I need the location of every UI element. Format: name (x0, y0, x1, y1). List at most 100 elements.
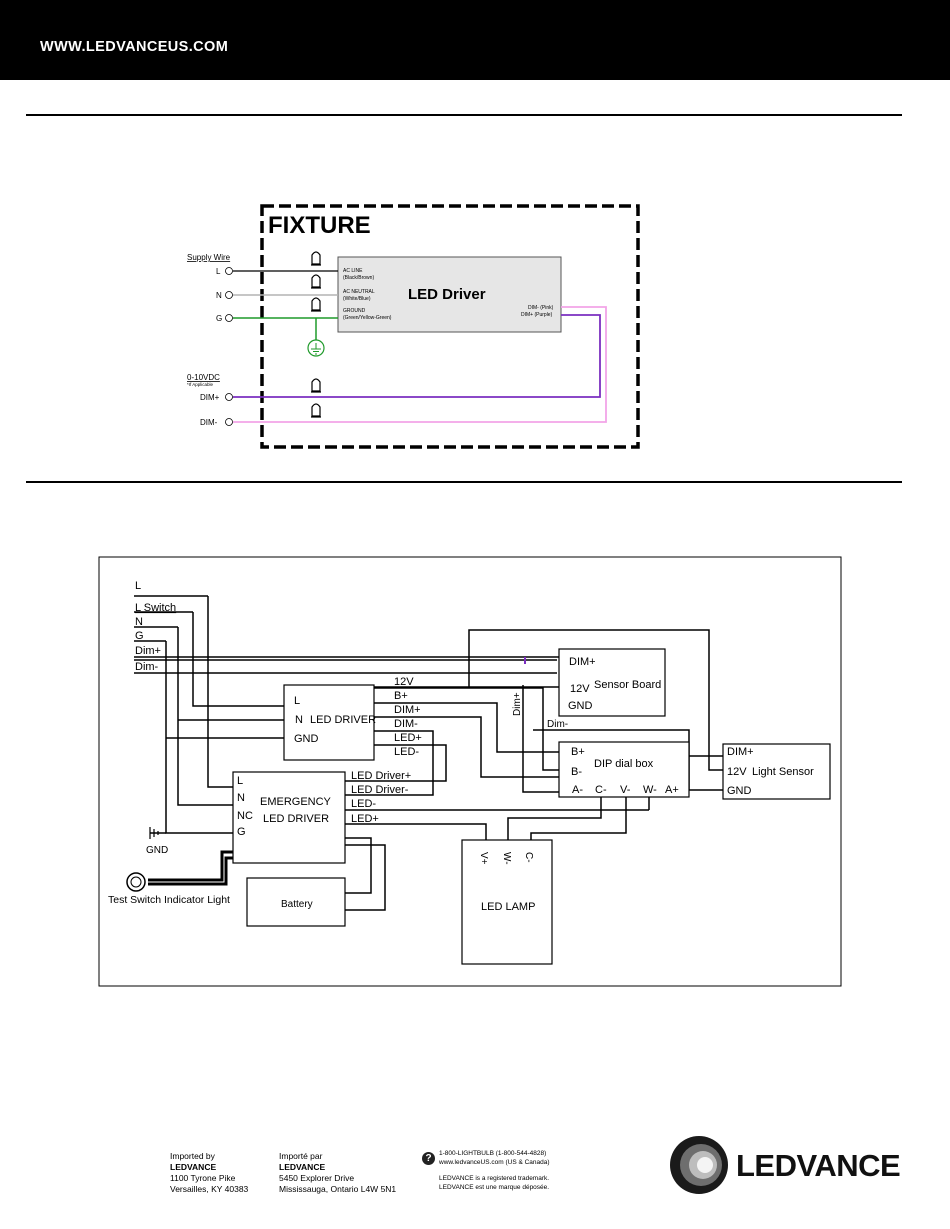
led-lamp-box (461, 839, 553, 965)
dip-a-plus: A+ (665, 784, 679, 796)
terminal-l-label: L (216, 267, 221, 276)
footer-contact: 1-800-LIGHTBULB (1-800-544-4828) www.led… (439, 1150, 550, 1192)
terminal-g-label: G (216, 314, 222, 323)
terminal-dim-plus (225, 393, 233, 401)
ground-color: (Green/Yellow-Green) (343, 315, 392, 321)
input-dim-minus-label: Dim- (135, 661, 159, 673)
led-driver-led-plus: LED+ (394, 732, 422, 744)
led-driver-box (337, 256, 562, 333)
lamp-c-minus: C- (523, 852, 534, 863)
led-driver-n: N (295, 714, 303, 726)
phone-number[interactable]: 1-800-LIGHTBULB (1-800-544-4828) (439, 1150, 547, 1157)
dip-c-minus: C- (595, 784, 607, 796)
divider-top (26, 114, 902, 116)
supply-wire-label: Supply Wire (187, 253, 231, 262)
company-name: LEDVANCE (170, 1162, 217, 1172)
input-l-switch-label: L Switch (135, 602, 176, 614)
lamp-v-plus: V+ (478, 852, 489, 865)
led-driver-label: LED Driver (408, 286, 486, 303)
trademark-note-fr: LEDVANCE est une marque déposée. (439, 1183, 550, 1191)
emergency-led-minus: LED- (351, 798, 376, 810)
ac-line-color: (Black/Brown) (343, 275, 374, 281)
led-driver-12v: 12V (394, 676, 414, 688)
light-sensor-box (722, 743, 831, 800)
website-url[interactable]: WWW.LEDVANCEUS.COM (40, 39, 229, 55)
led-driver-dim-plus: DIM+ (394, 704, 421, 716)
led-driver-led-minus: LED- (394, 746, 419, 758)
ac-neutral-label: AC NEUTRAL (343, 289, 375, 295)
footer-ca-importer: Importé par LEDVANCE 5450 Explorer Drive… (279, 1151, 396, 1195)
dim-plus-purple-label: DIM+ (Purple) (521, 312, 553, 318)
lamp-title: LED LAMP (481, 901, 535, 913)
light-sensor-title: Light Sensor (752, 766, 814, 778)
terminal-n-label: N (216, 291, 222, 300)
address-ca-line-2: Mississauga, Ontario L4W 5N1 (279, 1184, 397, 1194)
ground-label: GROUND (343, 308, 366, 314)
dip-b-plus: B+ (571, 746, 585, 758)
indicator-light-icon (126, 872, 146, 892)
dip-w-minus: W- (643, 784, 657, 796)
led-driver-l: L (294, 695, 300, 707)
dim-plus-wire-label: Dim+ (512, 692, 523, 716)
dim-minus-pink-label: DIM- (Pink) (528, 305, 554, 311)
ledvance-logo-icon: LEDVANCE (670, 1136, 901, 1194)
header-bar: WWW.LEDVANCEUS.COM (0, 0, 950, 80)
dip-b-minus: B- (571, 766, 582, 778)
footer-us-importer: Imported by LEDVANCE 1100 Tyrone Pike Ve… (170, 1151, 248, 1195)
led-driver-title: LED DRIVER (310, 714, 376, 726)
dip-a-minus: A- (572, 784, 583, 796)
light-sensor-gnd: GND (727, 785, 752, 797)
test-switch-label: Test Switch Indicator Light (108, 894, 230, 906)
dip-dial-box (558, 741, 690, 798)
emergency-l: L (237, 775, 243, 787)
company-name-ca: LEDVANCE (279, 1162, 326, 1172)
wire-nut-icon (311, 251, 321, 418)
fixture-label: FIXTURE (268, 212, 371, 239)
address-ca-line-1: 5450 Explorer Drive (279, 1173, 355, 1183)
dip-v-minus: V- (620, 784, 631, 796)
help-phone-icon: ? (422, 1152, 435, 1165)
ac-neutral-color: (White/Blue) (343, 296, 371, 302)
address-line-1: 1100 Tyrone Pike (170, 1173, 236, 1183)
battery-label: Battery (281, 899, 313, 910)
sensor-board-title: Sensor Board (594, 679, 661, 691)
input-dim-plus-label: Dim+ (135, 645, 161, 657)
emergency-title-2: LED DRIVER (263, 813, 329, 825)
dim-plus-wire (233, 314, 601, 398)
led-driver-box (283, 684, 375, 761)
input-g-label: G (135, 630, 144, 642)
brand-wordmark: LEDVANCE (736, 1148, 900, 1183)
ground-symbol-icon (307, 339, 325, 357)
divider-middle (26, 481, 902, 483)
emergency-led-plus: LED+ (351, 813, 379, 825)
ground-symbol-icon (149, 827, 159, 839)
battery-box (246, 877, 346, 927)
light-sensor-12v: 12V (727, 766, 747, 778)
imported-by-label: Imported by (170, 1151, 215, 1161)
fixture-boundary (260, 204, 640, 449)
website-link[interactable]: www.ledvanceUS.com (US & Canada) (439, 1158, 550, 1166)
emergency-driver-plus: LED Driver+ (351, 770, 411, 782)
emergency-nc: NC (237, 810, 253, 822)
emergency-title-1: EMERGENCY (260, 796, 332, 808)
terminal-g (225, 314, 233, 322)
terminal-n (225, 291, 233, 299)
sensor-board-dim-plus: DIM+ (569, 656, 596, 668)
ac-line-label: AC LINE (343, 268, 363, 274)
dip-title: DIP dial box (594, 758, 654, 770)
emergency-n: N (237, 792, 245, 804)
dim-plus-label: DIM+ (200, 393, 220, 402)
emergency-driver-minus: LED Driver- (351, 784, 409, 796)
dim-section-label: 0-10VDC (187, 373, 220, 382)
dim-minus-wire (233, 306, 607, 423)
led-driver-dim-minus: DIM- (394, 718, 418, 730)
input-l-label: L (135, 580, 141, 592)
terminal-l (225, 267, 233, 275)
if-applicable-note: *If Applicable (187, 382, 214, 387)
input-n-label: N (135, 616, 143, 628)
ledvance-logo: LEDVANCE (670, 1134, 915, 1196)
terminal-dim-minus (225, 418, 233, 426)
dim-minus-wire-label: Dim- (547, 719, 568, 730)
